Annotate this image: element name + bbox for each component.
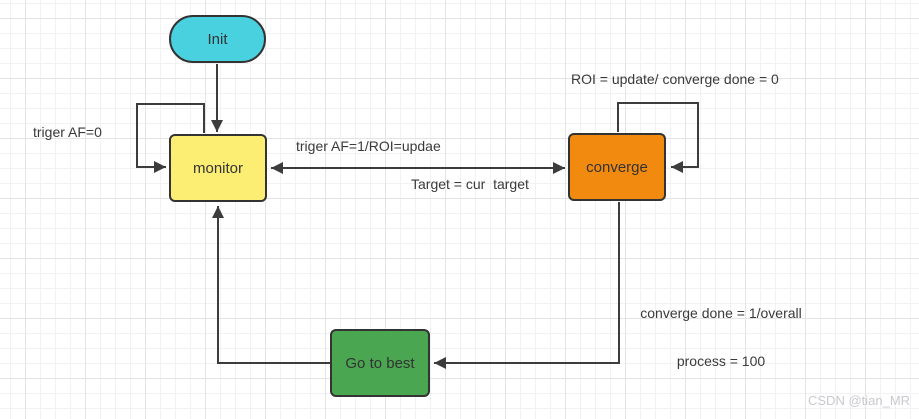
edge-monitor-self-loop [136,103,205,173]
edge-converge-self-loop [617,102,699,173]
label-monitor-converge-bottom: Target = cur target [411,176,529,192]
node-monitor: monitor [169,134,267,202]
edge-go-to-best-to-monitor [212,206,330,364]
label-monitor-self-loop: triger AF=0 [33,124,102,140]
node-converge: converge [568,133,666,201]
label-converge-to-go-to-best-line2: process = 100 [676,353,766,370]
node-monitor-label: monitor [192,159,244,177]
node-init-label: Init [207,30,228,48]
node-converge-label: converge [586,158,648,176]
csdn-watermark: CSDN @tian_MR [808,393,911,408]
node-go-to-best: Go to best [330,329,430,397]
label-converge-self-loop: ROI = update/ converge done = 0 [571,71,779,87]
edge-converge-to-go-to-best [434,202,620,369]
node-go-to-best-label: Go to best [345,354,415,372]
label-converge-to-go-to-best-line1: converge done = 1/overall [640,305,802,322]
label-monitor-converge-top: triger AF=1/ROI=updae [296,138,441,154]
node-init: Init [169,15,266,63]
label-converge-to-go-to-best: converge done = 1/overall process = 100 [630,273,812,402]
